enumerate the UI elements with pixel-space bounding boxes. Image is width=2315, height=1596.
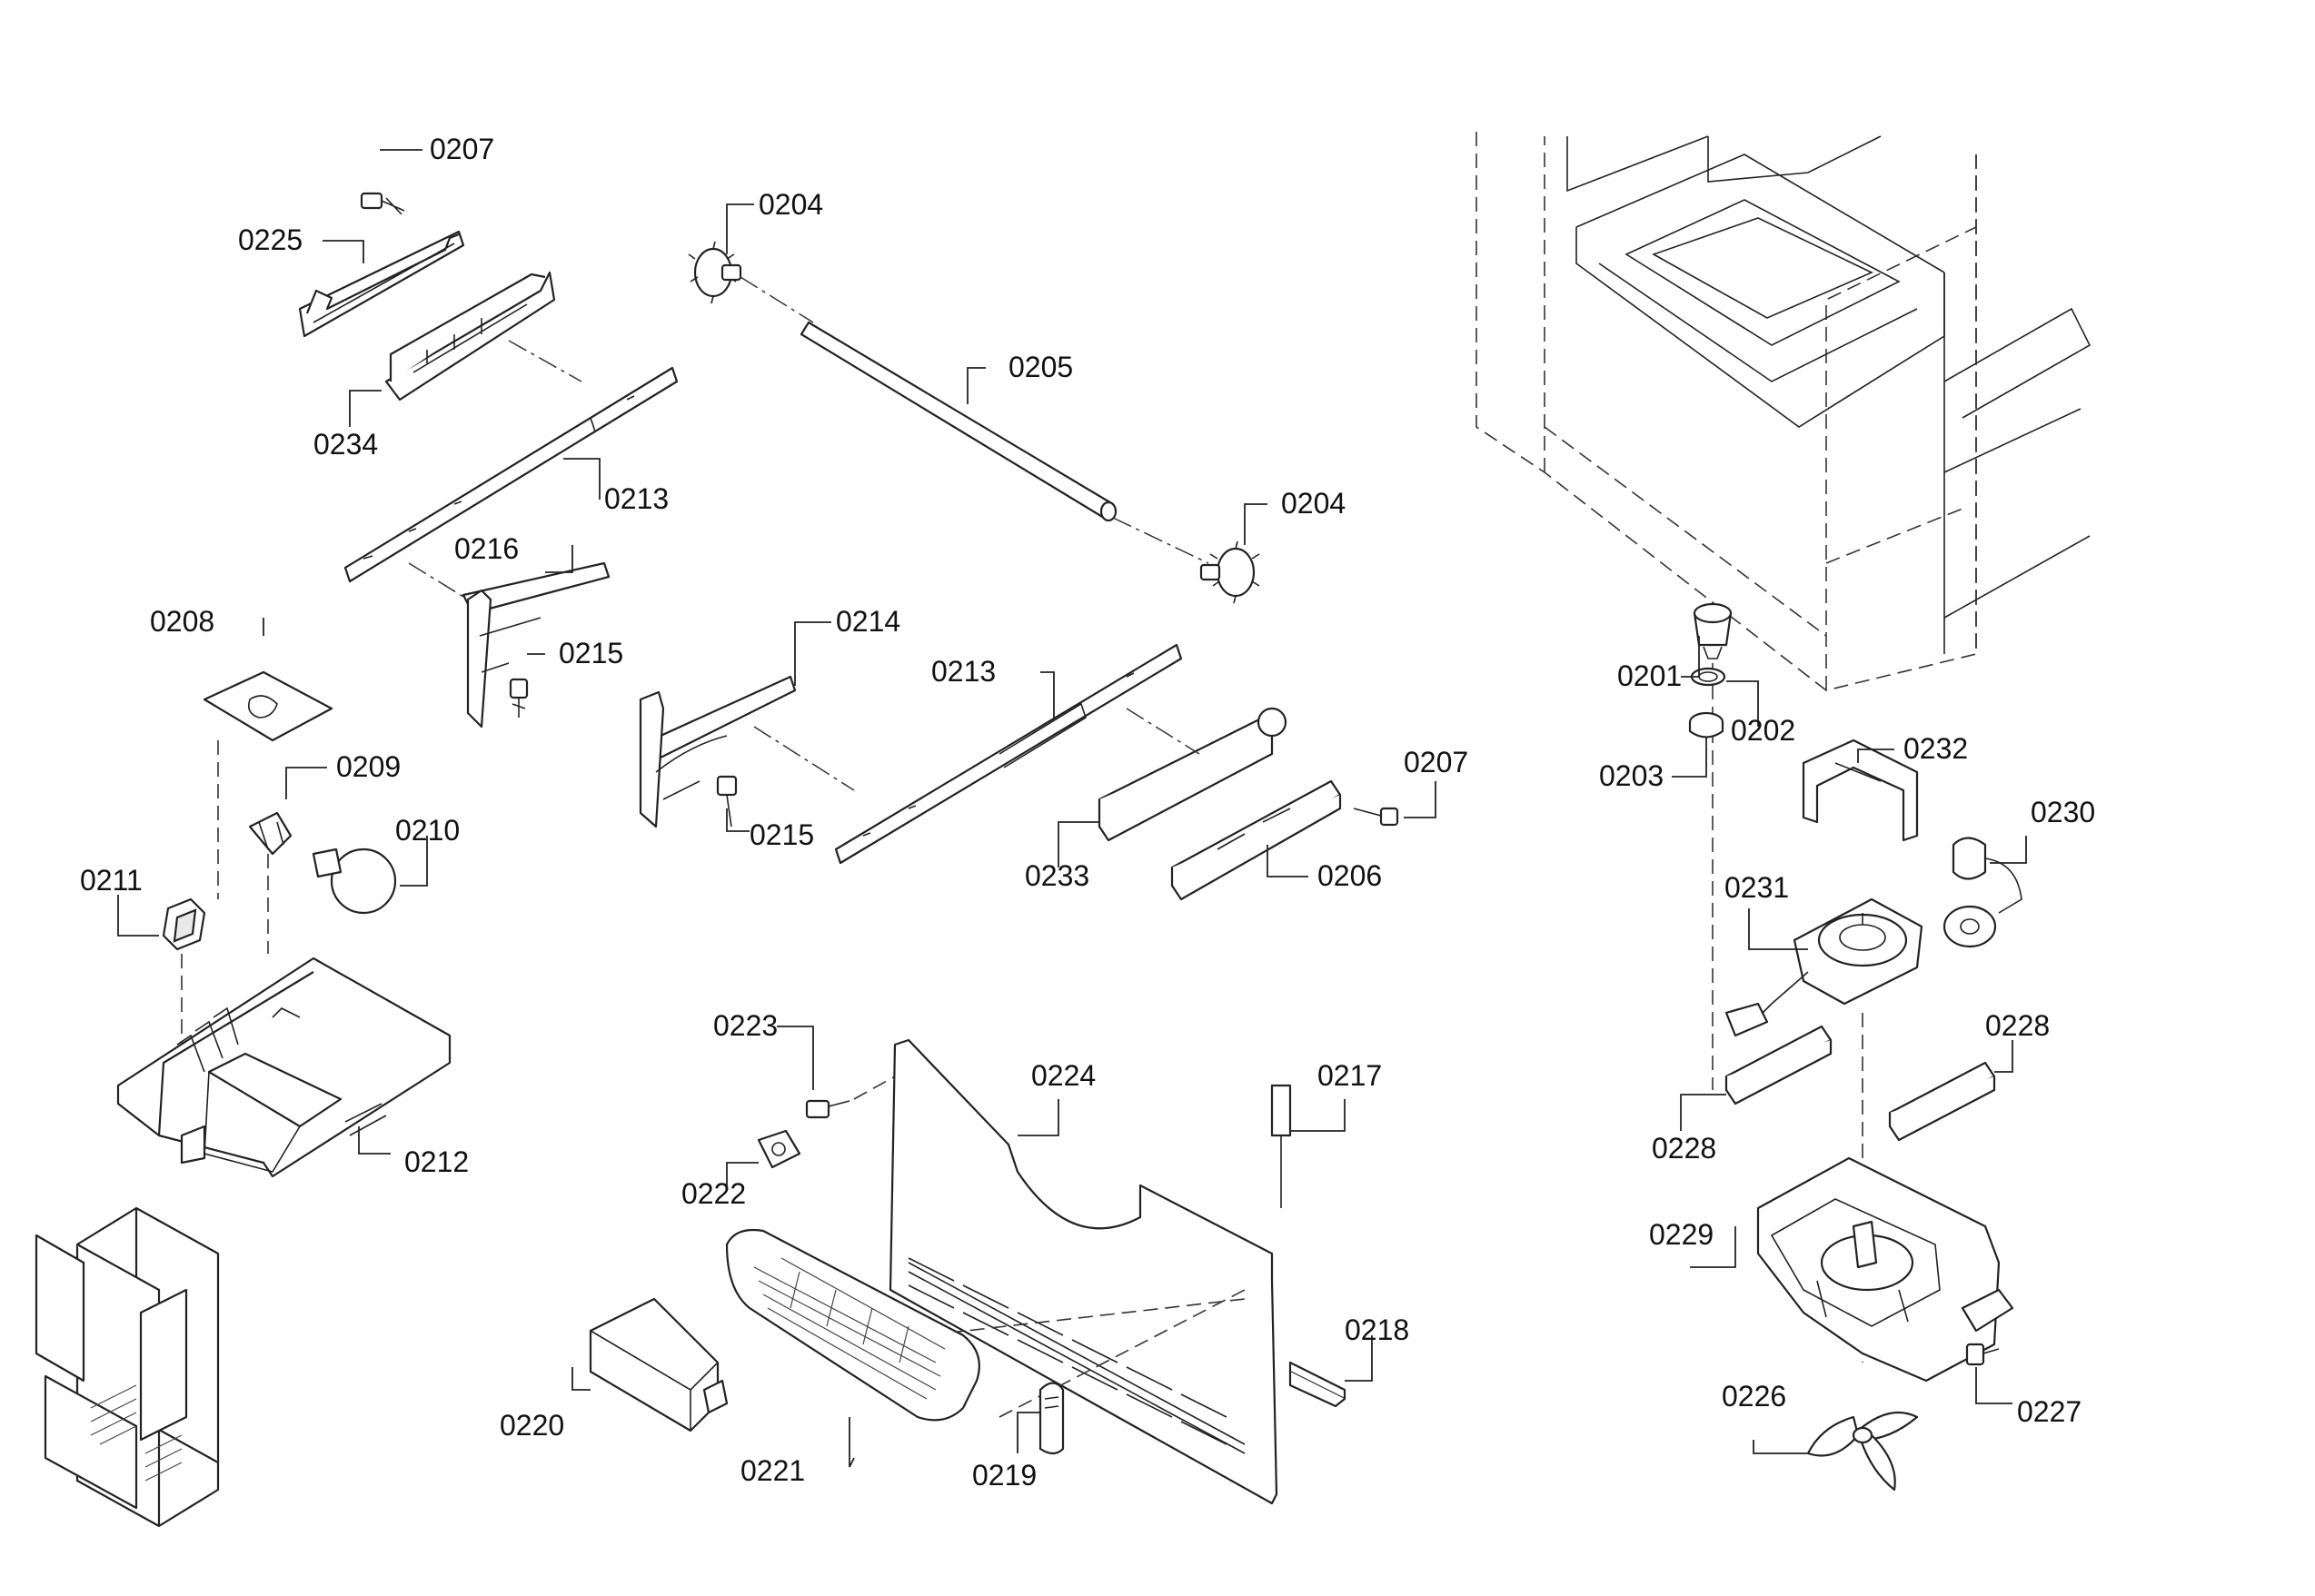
- label-0226: 0226: [1722, 1380, 1786, 1413]
- part-0201-connector: [1693, 602, 1733, 659]
- part-0213-rail-upper: [343, 366, 679, 583]
- label-0204-bottom: 0204: [1281, 487, 1346, 520]
- part-0210-bulb: [312, 848, 397, 915]
- part-0221-grille: [725, 1228, 980, 1422]
- label-0222: 0222: [681, 1177, 746, 1210]
- label-0227: 0227: [2017, 1395, 2082, 1428]
- part-0214-bracket: [639, 675, 797, 828]
- label-0220: 0220: [500, 1409, 564, 1442]
- label-0217: 0217: [1317, 1059, 1382, 1092]
- part-0203-grommet: [1688, 711, 1724, 739]
- part-0216-bracket: [462, 561, 611, 729]
- part-0215-screw-b: [716, 775, 738, 828]
- leader-lines: [117, 149, 2027, 1468]
- label-0213-lower: 0213: [931, 655, 996, 688]
- part-0217-sensor: [1270, 1084, 1292, 1208]
- part-0228-pad-right: [1888, 1061, 1996, 1142]
- label-0201: 0201: [1617, 659, 1682, 692]
- label-0229: 0229: [1649, 1218, 1714, 1251]
- label-0225: 0225: [238, 223, 303, 256]
- part-0224-back-panel: [889, 1038, 1278, 1505]
- label-0209: 0209: [336, 750, 401, 783]
- part-0225-bracket: [298, 230, 465, 338]
- part-0204-gear-bottom: [1199, 540, 1260, 604]
- label-0231: 0231: [1724, 871, 1789, 904]
- label-0230: 0230: [2031, 796, 2095, 828]
- part-0211-switch: [162, 897, 206, 951]
- part-0222-lamp: [757, 1129, 801, 1169]
- part-0212-housing: [116, 957, 452, 1178]
- label-0208: 0208: [150, 605, 214, 638]
- label-0221: 0221: [740, 1454, 805, 1487]
- part-0215-screw-a: [509, 678, 529, 718]
- part-0227-screw: [1965, 1343, 2000, 1366]
- part-0204-gear-top: [688, 241, 742, 304]
- part-0208-sticker: [203, 670, 333, 742]
- part-0226-fan-blade: [1806, 1411, 1919, 1492]
- label-0211: 0211: [80, 864, 143, 897]
- refrigerator-icon: [35, 1206, 220, 1528]
- part-0231-motor: [1724, 897, 1923, 1037]
- label-0216: 0216: [454, 532, 519, 565]
- part-0209-socket: [248, 811, 293, 856]
- cabinet-outline: [1475, 132, 2091, 691]
- part-0213-rail-lower: [834, 643, 1183, 865]
- part-0220-cover: [589, 1297, 729, 1432]
- label-0206: 0206: [1317, 859, 1382, 892]
- label-0213-upper: 0213: [604, 482, 669, 515]
- label-0219: 0219: [972, 1459, 1037, 1492]
- part-0205-shaft: [800, 321, 1118, 522]
- label-0207-right: 0207: [1404, 746, 1468, 778]
- label-0232: 0232: [1903, 732, 1968, 765]
- part-0219-sensor: [1038, 1382, 1065, 1455]
- label-0212: 0212: [404, 1145, 469, 1178]
- part-0230-damper: [1942, 837, 2022, 948]
- part-labels: 0207 0225 0234 0213 0216 0215 0208 0209 …: [80, 133, 2095, 1492]
- part-0233-cover: [1098, 707, 1287, 842]
- label-0224: 0224: [1031, 1059, 1096, 1092]
- part-0206-switch-assembly: [1170, 779, 1342, 901]
- label-0214: 0214: [836, 605, 900, 638]
- label-0210: 0210: [395, 814, 460, 847]
- label-0207-top: 0207: [430, 133, 494, 165]
- part-0228-pad-left: [1724, 1025, 1833, 1105]
- label-0228-right: 0228: [1985, 1009, 2050, 1042]
- label-0202: 0202: [1731, 714, 1795, 747]
- part-0218-seal: [1288, 1361, 1346, 1408]
- label-0234: 0234: [313, 428, 378, 461]
- part-0229-fan-shroud: [1756, 1156, 2014, 1383]
- part-0207-screw: [360, 192, 405, 215]
- label-0203: 0203: [1599, 759, 1664, 792]
- part-0232-bracket: [1802, 739, 1919, 842]
- label-0218: 0218: [1345, 1313, 1409, 1346]
- part-0234-bracket: [384, 271, 556, 401]
- part-0223-screw: [805, 1099, 850, 1119]
- part-0207-screw-b: [1353, 807, 1399, 827]
- label-0215-right: 0215: [750, 818, 814, 851]
- label-0228-left: 0228: [1652, 1132, 1716, 1165]
- label-0233: 0233: [1025, 859, 1089, 892]
- label-0204-top: 0204: [759, 188, 823, 221]
- label-0223: 0223: [713, 1009, 778, 1042]
- label-0205: 0205: [1008, 351, 1073, 383]
- label-0215-left: 0215: [559, 637, 623, 669]
